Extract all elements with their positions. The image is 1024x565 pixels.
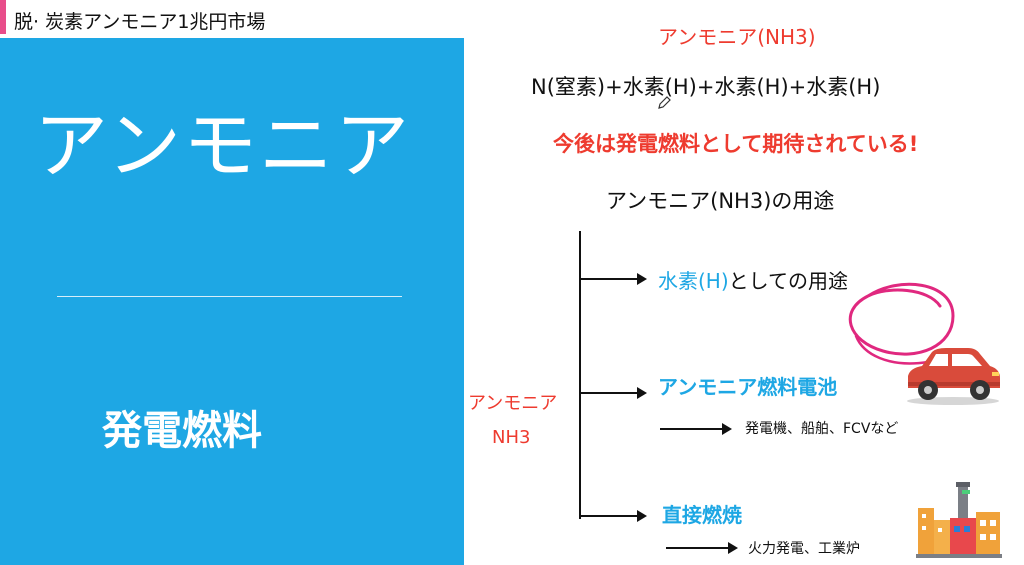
- car-icon: [907, 348, 1000, 405]
- header-bar: 脱· 炭素アンモニア1兆円市場: [0, 0, 464, 38]
- branch-arrow-3: [581, 510, 647, 522]
- branch-hydrogen-blue: 水素(H): [658, 269, 729, 293]
- tree-trunk: [579, 231, 581, 519]
- slide-left-panel: [0, 0, 464, 565]
- root-label-ammonia: アンモニア: [468, 393, 558, 414]
- slide-subtitle: 発電燃料: [102, 408, 262, 454]
- uses-title: アンモニア(NH3)の用途: [606, 189, 835, 213]
- formula-text: N(窒素)+水素(H)+水素(H)+水素(H): [531, 75, 881, 99]
- main-title: アンモニア: [34, 103, 412, 189]
- ammonia-heading: アンモニア(NH3): [658, 25, 816, 49]
- branch-hydrogen: 水素(H)としての用途: [658, 265, 848, 294]
- root-label-nh3: NH3: [492, 427, 531, 448]
- pen-cursor-icon: [658, 96, 671, 109]
- combustion-detail: 火力発電、工業炉: [748, 541, 860, 557]
- annotation-circle: [848, 282, 955, 365]
- header-accent: [0, 0, 6, 34]
- detail-arrow-3: [666, 542, 738, 554]
- branch-hydrogen-rest: としての用途: [728, 269, 849, 293]
- title-divider: [57, 296, 402, 297]
- branch-arrow-1: [581, 273, 647, 285]
- expectation-text: 今後は発電燃料として期待されている!: [553, 132, 919, 156]
- header-title: 脱· 炭素アンモニア1兆円市場: [14, 11, 266, 33]
- branch-fuel-cell: アンモニア燃料電池: [658, 375, 838, 399]
- factory-icon: [916, 482, 1002, 558]
- fuel-cell-detail: 発電機、船舶、FCVなど: [745, 421, 899, 437]
- detail-arrow-2: [660, 423, 732, 435]
- branch-direct-combustion: 直接燃焼: [662, 503, 742, 527]
- branch-arrow-2: [581, 387, 647, 399]
